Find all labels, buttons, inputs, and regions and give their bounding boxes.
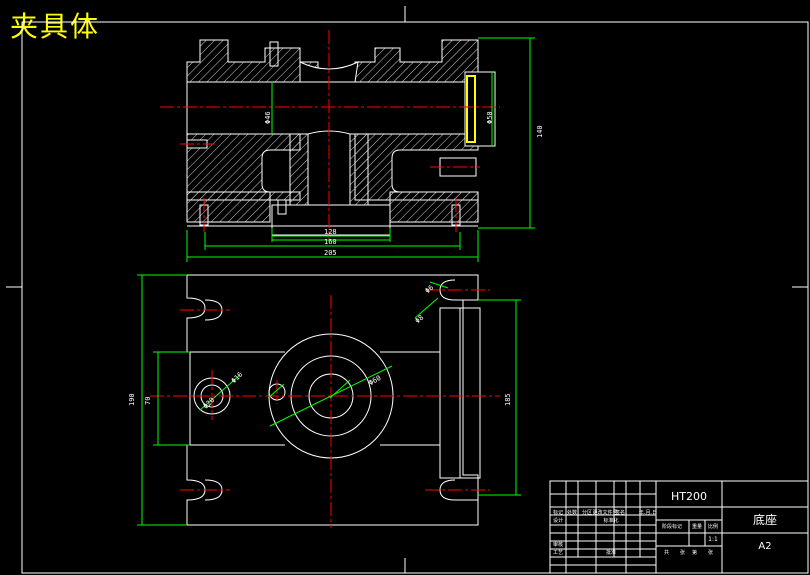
tb-sheet-size: A2	[758, 541, 771, 552]
tb-part-name: 底座	[753, 512, 777, 527]
dim-front-base-total: 205	[324, 249, 337, 257]
tb-label-process: 工艺	[553, 550, 563, 556]
tb-sheet-unit-1: 张	[680, 549, 685, 556]
dim-front-bore-right: Φ50	[486, 111, 494, 124]
sheet-frame	[6, 6, 809, 574]
dim-front-bore-left: Φ46	[264, 111, 272, 124]
tb-col-count: 处数	[567, 509, 577, 516]
dim-plan-hole-2: Φ16	[230, 370, 245, 385]
tb-material: HT200	[671, 490, 707, 503]
tb-scale: 1:1	[708, 536, 718, 543]
dim-front-base-mid: 160	[324, 238, 337, 246]
plan-view: 190 70 185 Φ20 Φ16 Φ60 Φ8 Φ6	[128, 274, 521, 528]
dim-plan-right: 185	[504, 393, 512, 406]
tb-sheet-unit-2: 张	[708, 549, 713, 556]
dim-front-height: 140	[536, 125, 544, 138]
drawing-title: 夹具体	[10, 10, 101, 43]
tb-weight-label: 重量	[692, 523, 702, 530]
tb-standardize: 标准化	[603, 517, 618, 524]
yellow-insert	[466, 75, 476, 143]
tb-label-review: 审核	[553, 541, 563, 548]
dim-plan-width-inner: 70	[144, 397, 152, 405]
tb-col-zone: 分区	[582, 509, 592, 516]
tb-scale-label: 比例	[708, 523, 718, 530]
tb-col-date: 年.月.日	[639, 509, 657, 516]
tb-col-change: 更改文件号	[592, 509, 617, 516]
dim-plan-hole-4: Φ8	[414, 314, 426, 326]
title-block: HT200 底座 A2 1:1 标记 设计 审核 工艺 处数 分区 更改文件号 …	[549, 480, 809, 574]
tb-label-mark: 标记	[553, 509, 563, 516]
tb-col-sign: 签名	[615, 509, 625, 516]
dim-front-base-inner: 128	[324, 228, 337, 236]
tb-approve: 批准	[606, 549, 616, 556]
front-hatched-body	[186, 39, 479, 223]
front-section-view: 140 Φ46 Φ50 128 160 205	[160, 30, 544, 262]
dim-plan-hole-5: Φ6	[424, 284, 436, 296]
dim-plan-width-total: 190	[128, 393, 136, 406]
dim-plan-hole-3: Φ60	[368, 374, 383, 387]
tb-sheet-no: 第	[692, 549, 697, 556]
tb-stage-label: 阶段标记	[662, 523, 682, 530]
tb-label-design: 设计	[553, 517, 563, 524]
tb-sheet-total: 共	[664, 549, 669, 556]
